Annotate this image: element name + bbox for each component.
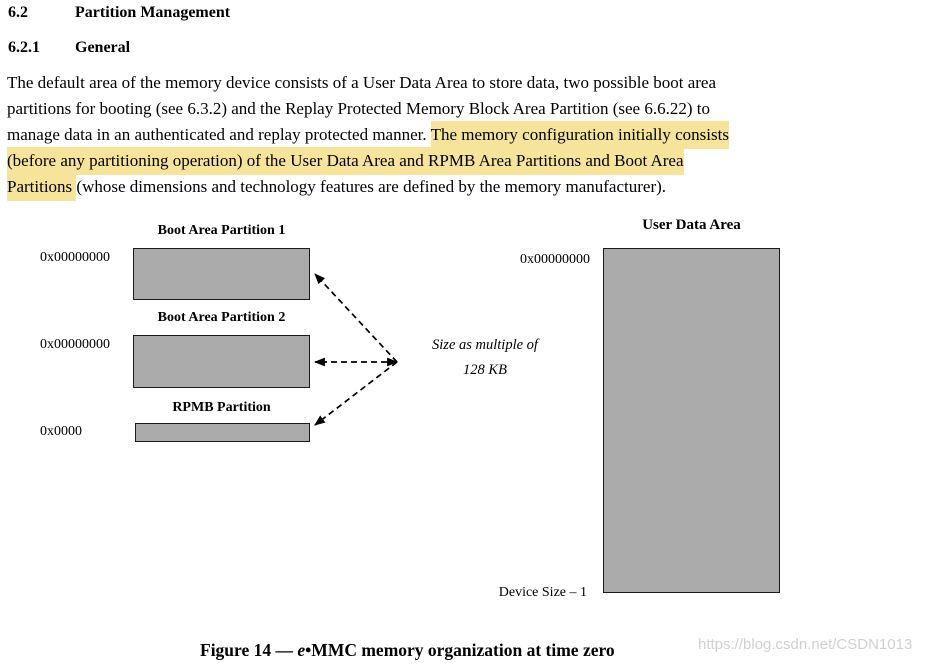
paragraph-text: manage data in an authenticated and repl… [7,125,431,144]
body-paragraph: The default area of the memory device co… [7,70,729,201]
section-heading: 6.2 Partition Management [8,4,230,22]
size-arrows-icon [313,273,399,426]
size-annotation-line2: 128 KB [463,362,507,378]
highlighted-text: (before any partitioning operation) of t… [7,147,684,175]
watermark-url: https://blog.csdn.net/CSDN1013 [698,636,913,653]
size-annotation: Size as multiple of 128 KB [416,333,554,383]
figure-caption-prefix: Figure 14 — [200,640,298,660]
figure-caption-suffix: •MMC memory organization at time zero [305,640,615,660]
rpmb-partition-address: 0x0000 [40,424,82,439]
rpmb-partition-label: RPMB Partition [172,400,271,415]
paragraph-line: manage data in an authenticated and repl… [7,121,729,149]
section-number: 6.2 [8,4,28,21]
highlighted-text: Partitions [7,173,77,201]
subsection-number: 6.2.1 [8,39,40,56]
section-title: Partition Management [75,4,231,21]
boot-area-partition-1-label: Boot Area Partition 1 [157,223,286,238]
user-data-area-box [603,248,780,593]
paragraph-text: partitions for booting (see 6.3.2) and t… [7,99,710,118]
boot-area-partition-2-label: Boot Area Partition 2 [157,310,286,325]
boot-area-partition-2-address: 0x00000000 [40,337,110,352]
size-annotation-line1: Size as multiple of [432,337,538,353]
figure-caption: Figure 14 — e•MMC memory organization at… [200,640,615,661]
paragraph-line: (before any partitioning operation) of t… [7,147,729,175]
boot-area-partition-1-address: 0x00000000 [40,250,110,265]
subsection-heading: 6.2.1 General [8,39,130,57]
subsection-title: General [75,39,131,56]
figure-caption-e: e [297,640,306,660]
boot-area-partition-1-box [133,248,310,300]
paragraph-line: partitions for booting (see 6.3.2) and t… [7,96,729,122]
paragraph-text: The default area of the memory device co… [7,73,717,92]
paragraph-line: The default area of the memory device co… [7,70,729,96]
boot-area-partition-2-box [133,335,310,388]
paragraph-text: (whose dimensions and technology feature… [76,177,667,196]
rpmb-partition-box [135,423,310,442]
device-size-label: Device Size – 1 [498,585,587,600]
paragraph-line: Partitions (whose dimensions and technol… [7,173,729,201]
user-data-area-label: User Data Area [642,217,741,233]
user-data-area-start-address: 0x00000000 [520,252,590,267]
highlighted-text: The memory configuration initially consi… [430,121,729,149]
